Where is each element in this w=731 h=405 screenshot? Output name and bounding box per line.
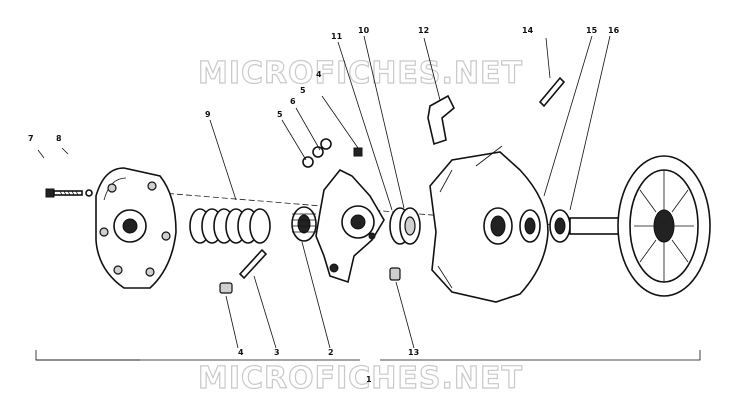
callout-4-bottom: 4 xyxy=(238,348,244,357)
screw-part xyxy=(302,138,363,168)
watermark-bottom: MICROFICHES.NET xyxy=(198,361,523,396)
callout-15: 15 xyxy=(586,26,598,35)
threaded-bushing xyxy=(291,206,317,242)
elbow-fitting xyxy=(427,94,455,146)
watermark-top: MICROFICHES.NET xyxy=(198,56,523,91)
callout-11: 11 xyxy=(331,32,343,41)
callout-10: 10 xyxy=(358,26,370,35)
callout-14: 14 xyxy=(522,26,534,35)
movable-sheave xyxy=(429,151,549,303)
bolt-part xyxy=(45,188,93,198)
roller-part xyxy=(219,282,233,294)
pin-part xyxy=(238,248,268,280)
callout-3: 3 xyxy=(274,348,280,357)
callout-2: 2 xyxy=(328,348,334,357)
callout-16: 16 xyxy=(608,26,620,35)
callout-12: 12 xyxy=(418,26,429,35)
callout-5-left: 5 xyxy=(277,110,283,119)
nut-part xyxy=(389,267,401,281)
spider-part xyxy=(315,168,385,284)
driven-shaft xyxy=(569,217,623,235)
spring-part xyxy=(189,208,271,244)
callout-9: 9 xyxy=(205,110,211,119)
roller-bushing-pair xyxy=(389,207,421,245)
callout-8: 8 xyxy=(56,134,62,143)
washer-15 xyxy=(519,209,541,243)
fixed-sheave-hub xyxy=(95,167,177,289)
callout-5-right: 5 xyxy=(300,86,306,95)
assembly-callout-1: 1 xyxy=(366,375,372,384)
callout-7: 7 xyxy=(28,134,34,143)
spoked-wheel xyxy=(617,155,711,297)
callout-13: 13 xyxy=(408,348,419,357)
callout-4-top: 4 xyxy=(316,70,322,79)
washer-16 xyxy=(549,209,571,243)
callout-6: 6 xyxy=(290,97,296,106)
long-pin xyxy=(538,76,566,108)
